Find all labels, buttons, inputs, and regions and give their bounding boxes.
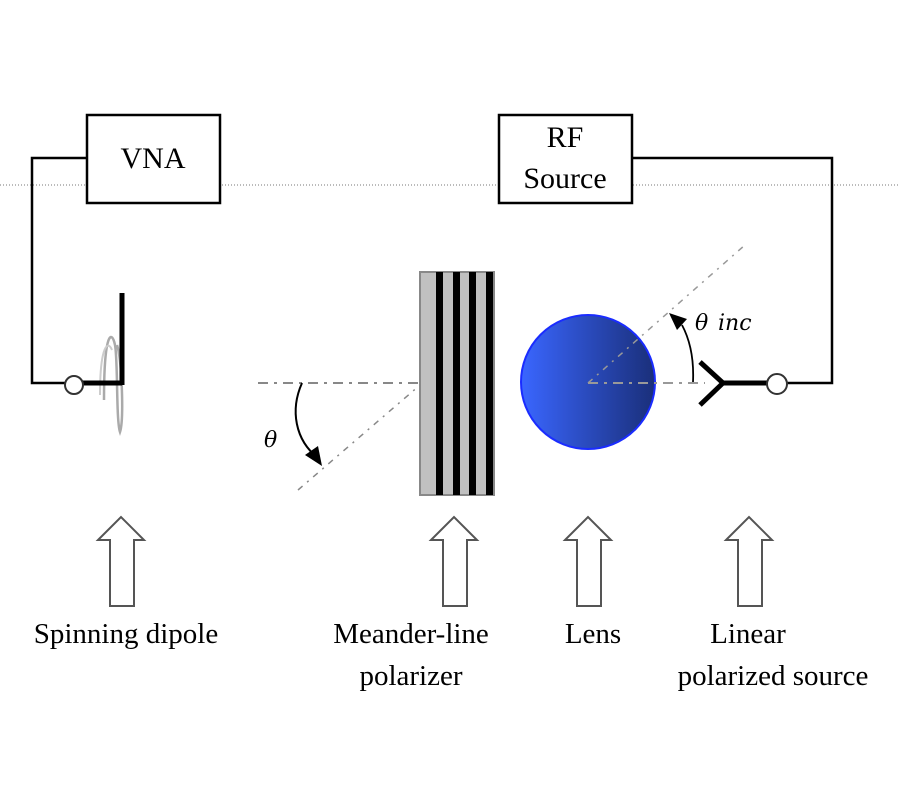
incident-axis [587,244,746,384]
rf-source-wire [632,156,834,385]
polarizer-strip [453,272,460,495]
pointer-arrows [95,515,775,607]
rf-source-instrument: RF Source [497,113,834,385]
spin-trace-icon [102,335,124,436]
polarizer-strip [469,272,476,495]
caption-source-line1: Linear [710,618,786,650]
theta-inc-arrowhead-icon [669,313,687,330]
dipole-port-icon [64,375,84,395]
caption-polarizer-line2: polarizer [359,660,462,692]
source-horn-upper [698,360,725,385]
vna-wire [30,156,87,385]
caption-source-line2: polarized source [678,660,869,692]
theta-annotation: θ [258,382,425,491]
up-arrow-icon [562,515,614,607]
linear-polarized-source [698,360,788,407]
source-horn-lower [698,381,725,407]
up-arrow-icon [723,515,775,607]
rf-source-label-line1: RF [547,121,584,154]
caption-lens: Lens [565,618,621,650]
vna-instrument: VNA [30,113,222,385]
theta-arc [294,382,319,459]
vna-label: VNA [121,142,186,175]
rf-source-label-line2: Source [523,162,606,195]
caption-spinning-dipole: Spinning dipole [34,618,218,650]
polarizer-strip [486,272,493,495]
spinning-dipole [64,293,125,436]
theta-inc-symbol: θ [695,311,708,336]
polarizer-strip [436,272,443,495]
theta-label: θ [264,428,277,453]
meander-line-polarizer [419,271,495,496]
component-captions: Spinning dipole Meander-line polarizer L… [34,618,869,692]
theta-inc-arc [681,324,695,383]
theta-inc-subscript: inc [718,311,752,336]
source-port-icon [766,373,788,395]
caption-polarizer-line1: Meander-line [333,618,489,650]
theta-inc-annotation: θ inc [587,244,752,384]
up-arrow-icon [428,515,480,607]
theta-arrowhead-icon [305,446,322,466]
rf-source-box [497,113,634,205]
up-arrow-icon [95,515,147,607]
vna-box [85,113,222,205]
rotated-axis [297,384,421,491]
